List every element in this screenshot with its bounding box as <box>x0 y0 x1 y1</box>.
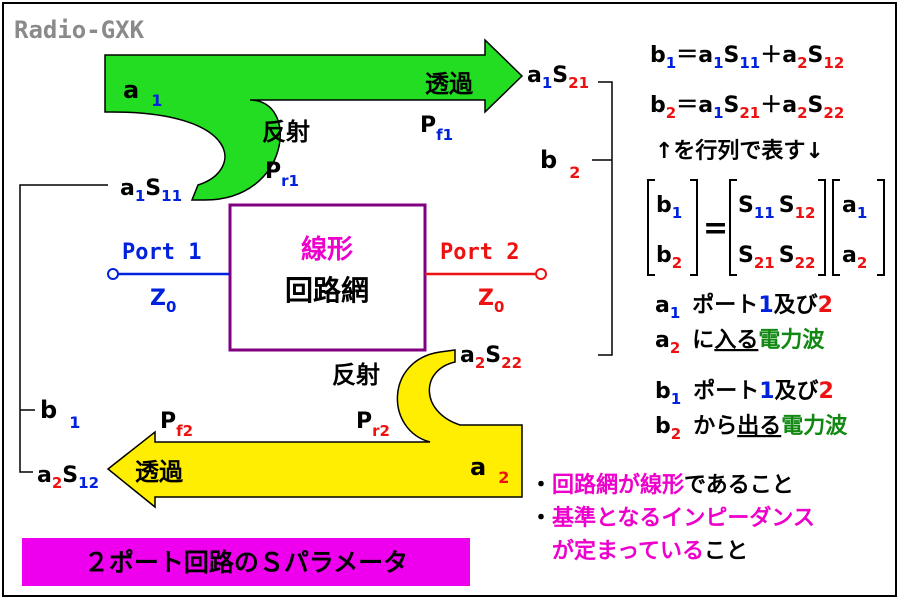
green-arrow-body <box>104 38 524 201</box>
equation-b1: b1＝a1S11＋a2S12 <box>650 43 844 72</box>
yellow-incident-arrow <box>106 349 523 509</box>
a2s22-label: a2S22 <box>460 343 522 372</box>
yellow-arrow-body <box>106 349 523 509</box>
a1s11-label: a1S11 <box>120 176 182 205</box>
transmit-label-top: 透過 <box>425 70 474 98</box>
port2-impedance: Z0 <box>478 286 504 316</box>
pf2-label: Pf2 <box>160 409 193 440</box>
pr1-label: Pr1 <box>265 159 299 190</box>
a2s12-label: a2S12 <box>37 463 99 492</box>
title-banner <box>22 538 470 586</box>
matrix-note: ↑を行列で表す↓ <box>655 138 824 164</box>
port2-terminal-icon <box>535 268 547 280</box>
pf1-label: Pf1 <box>420 113 453 144</box>
brand-label: Radio-GXK <box>14 16 145 44</box>
port1-label: Port 1 <box>122 240 201 265</box>
port1-impedance: Z0 <box>150 286 176 316</box>
matrix-s-left-bracket <box>729 179 737 276</box>
matrix-b1: b1 <box>656 193 682 222</box>
linear-network-block <box>228 203 427 352</box>
pr2-label: Pr2 <box>356 409 390 440</box>
block-title-network: 回路網 <box>285 274 369 307</box>
condition-3: が定まっていること <box>552 538 748 564</box>
matrix-b2: b2 <box>656 243 682 272</box>
block-title-linear: 線形 <box>301 234 353 265</box>
matrix-a-left-bracket <box>832 179 840 276</box>
b2-bracket <box>598 81 613 356</box>
matrix-b-left-bracket <box>647 179 655 276</box>
condition-2: ・基準となるインピーダンス <box>530 505 815 531</box>
green-incident-arrow <box>104 38 524 201</box>
port1-terminal-icon <box>107 268 119 280</box>
transmit-label-bottom: 透過 <box>135 458 184 486</box>
reflect-label-top: 反射 <box>262 118 310 146</box>
b1-bracket <box>19 184 108 473</box>
matrix-s-right-bracket <box>818 179 826 276</box>
condition-1: ・回路網が線形であること <box>530 472 794 498</box>
a1s21-label: a1S21 <box>527 63 589 92</box>
matrix-a1: a1 <box>842 193 867 222</box>
matrix-a2: a2 <box>842 243 867 272</box>
equation-b2: b2＝a1S21＋a2S22 <box>650 93 844 122</box>
reflect-label-bottom: 反射 <box>332 361 380 389</box>
port2-label: Port 2 <box>440 240 519 265</box>
matrix-b-right-bracket <box>690 179 698 276</box>
matrix-equals: = <box>703 211 728 246</box>
title-banner-text: ２ポート回路のＳパラメータ <box>84 548 408 577</box>
matrix-a-right-bracket <box>877 179 885 276</box>
